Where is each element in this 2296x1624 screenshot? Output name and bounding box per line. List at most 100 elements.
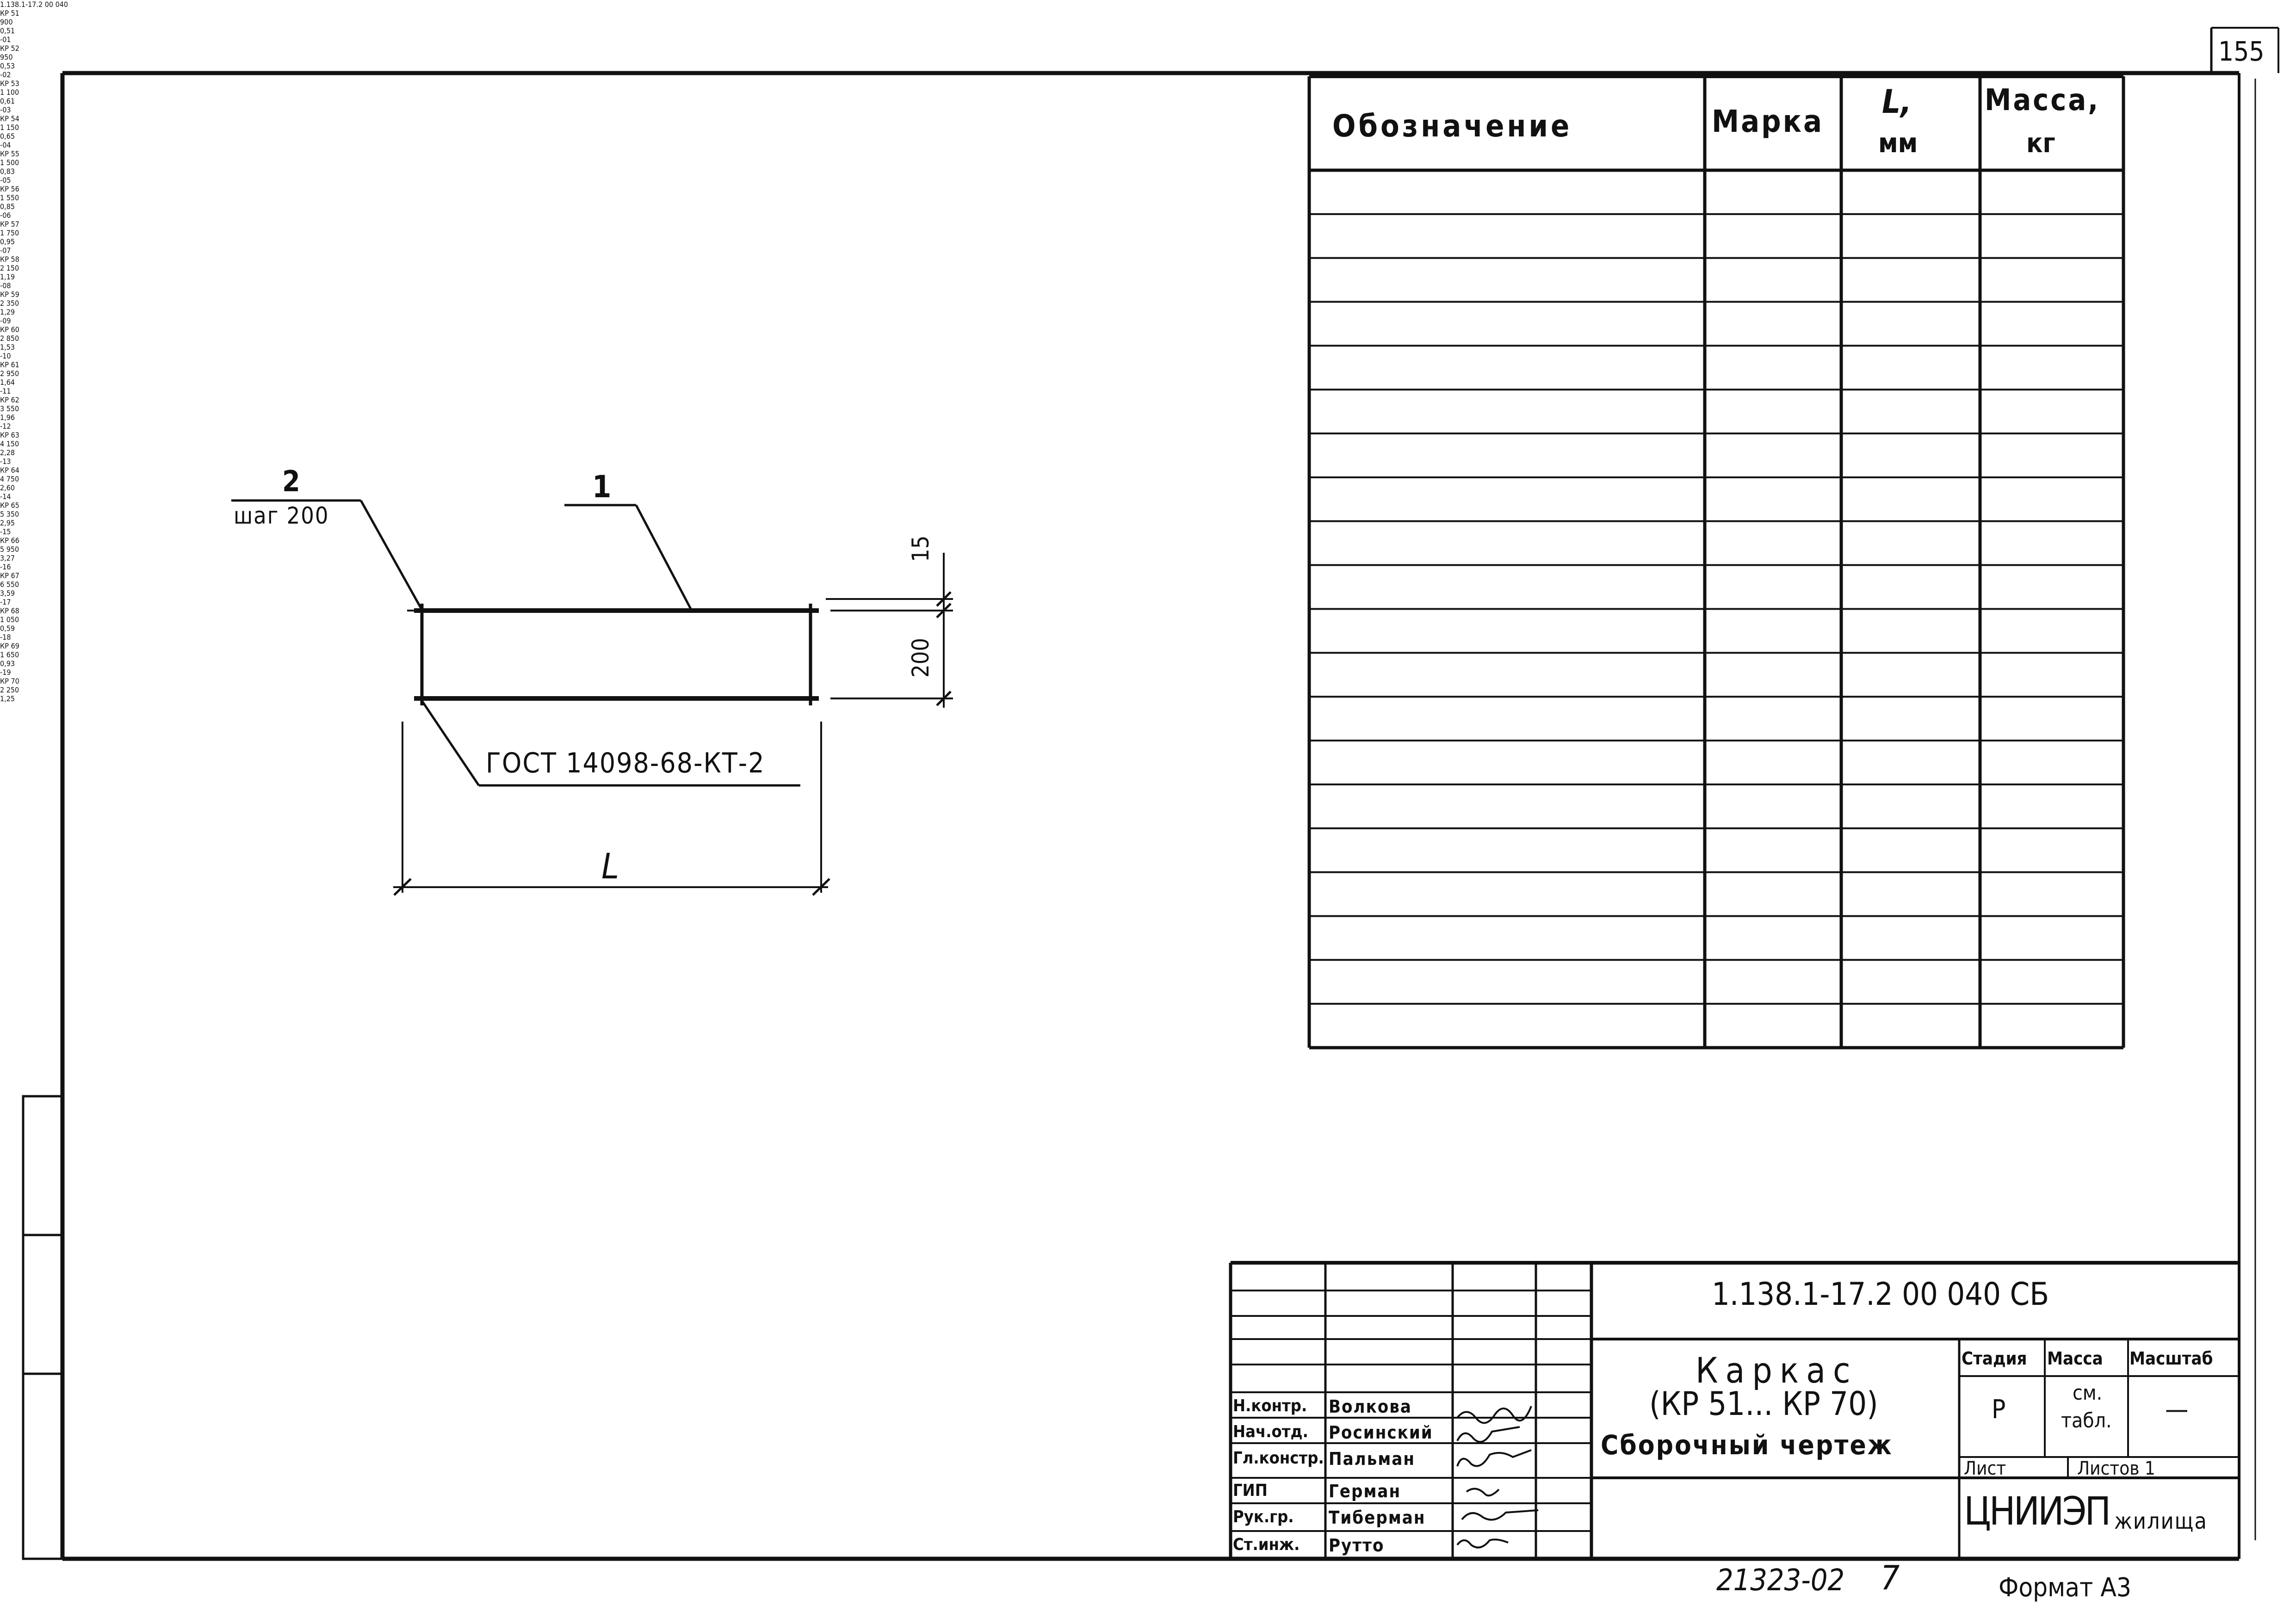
row-mass: 0,83	[0, 167, 15, 176]
row-mark: КР 57	[0, 220, 19, 228]
organization-subtitle: жилища	[2114, 1508, 2208, 1534]
signature-name: Тиберман	[1329, 1507, 1426, 1528]
row-mass: 1,96	[0, 413, 15, 422]
signature-role: Н.контр.	[1233, 1396, 1307, 1415]
signature-role: ГИП	[1233, 1481, 1268, 1500]
header-mark: Марка	[1712, 104, 1824, 139]
sheet-number: 155	[2218, 36, 2265, 67]
signature-name: Рутто	[1329, 1535, 1385, 1556]
row-designation: -17	[0, 598, 11, 606]
row-length: 5 950	[0, 545, 19, 554]
header-length-symbol: L,	[1882, 83, 1912, 121]
row-mass: 1,53	[0, 343, 15, 352]
row-mass: 0,95	[0, 237, 15, 246]
row-mark: КР 70	[0, 677, 19, 685]
spec-table-grid	[1307, 74, 2125, 1050]
row-designation: -03	[0, 105, 11, 114]
row-mark: КР 63	[0, 431, 19, 439]
row-length: 1 550	[0, 193, 19, 202]
row-length: 1 750	[0, 228, 19, 237]
dimension-L: L	[601, 846, 619, 887]
row-designation: -04	[0, 141, 11, 149]
row-mark: КР 60	[0, 325, 19, 334]
row-designation: -12	[0, 422, 11, 431]
row-designation: -07	[0, 246, 11, 255]
row-length: 3 550	[0, 404, 19, 413]
row-designation: -02	[0, 70, 11, 79]
mass-value-line1: см.	[2073, 1381, 2103, 1405]
row-mark: КР 61	[0, 360, 19, 369]
signature-name: Росинский	[1329, 1422, 1433, 1443]
row-designation: -01	[0, 35, 11, 44]
signature-name: Герман	[1329, 1481, 1401, 1501]
row-length: 950	[0, 53, 13, 62]
row-designation: -15	[0, 527, 11, 536]
leader-2-pitch-note: шаг 200	[234, 502, 329, 529]
header-mass-unit: кг	[2026, 127, 2055, 159]
row-mass: 1,64	[0, 378, 15, 387]
row-mark: КР 55	[0, 149, 19, 158]
row-mark: КР 64	[0, 466, 19, 475]
row-mass: 3,27	[0, 554, 15, 562]
row-mass: 1,29	[0, 308, 15, 316]
row-designation: -13	[0, 457, 11, 466]
signature-name: Пальман	[1329, 1449, 1415, 1469]
signature-scribbles	[1456, 1406, 1539, 1549]
paper-format: Формат А3	[1999, 1573, 2131, 1603]
row-length: 1 050	[0, 615, 19, 624]
row-length: 1 100	[0, 88, 19, 97]
row-designation: -18	[0, 633, 11, 642]
row-length: 2 950	[0, 369, 19, 378]
row-designation: -06	[0, 211, 11, 220]
frame-drawing	[231, 499, 953, 896]
row-mark: КР 58	[0, 255, 19, 264]
signature-role: Нач.отд.	[1233, 1422, 1308, 1441]
scale-value: —	[2165, 1395, 2189, 1425]
row-mass: 3,59	[0, 589, 15, 598]
gost-label: ГОСТ 14098-68-КТ-2	[486, 747, 765, 779]
row-mark: КР 66	[0, 536, 19, 545]
row-mass: 0,61	[0, 97, 15, 105]
organization-logo: ЦНИИЭП	[1964, 1488, 2111, 1534]
row-length: 4 750	[0, 475, 19, 483]
row-mark: КР 53	[0, 79, 19, 88]
signature-name: Волкова	[1329, 1396, 1412, 1417]
row-mark: КР 69	[0, 642, 19, 650]
signature-role: Рук.гр.	[1233, 1507, 1294, 1526]
header-mass: Масса,	[1985, 83, 2100, 117]
stage-label: Стадия	[1962, 1348, 2027, 1369]
page-number: 7	[1881, 1558, 1900, 1597]
row-mass: 2,60	[0, 483, 15, 492]
row-mass: 1,25	[0, 694, 15, 703]
row-designation: -08	[0, 281, 11, 290]
header-length-unit: мм	[1878, 127, 1918, 159]
row-designation: -11	[0, 387, 11, 395]
row-length: 900	[0, 18, 13, 26]
row-designation: -09	[0, 316, 11, 325]
row-designation: -19	[0, 668, 11, 677]
row-length: 1 650	[0, 650, 19, 659]
drawing-title-range: (КР 51... КР 70)	[1649, 1385, 1878, 1423]
row-mark: КР 68	[0, 606, 19, 615]
row-mass: 2,28	[0, 448, 15, 457]
row-length: 1 500	[0, 158, 19, 167]
row-length: 5 350	[0, 510, 19, 519]
